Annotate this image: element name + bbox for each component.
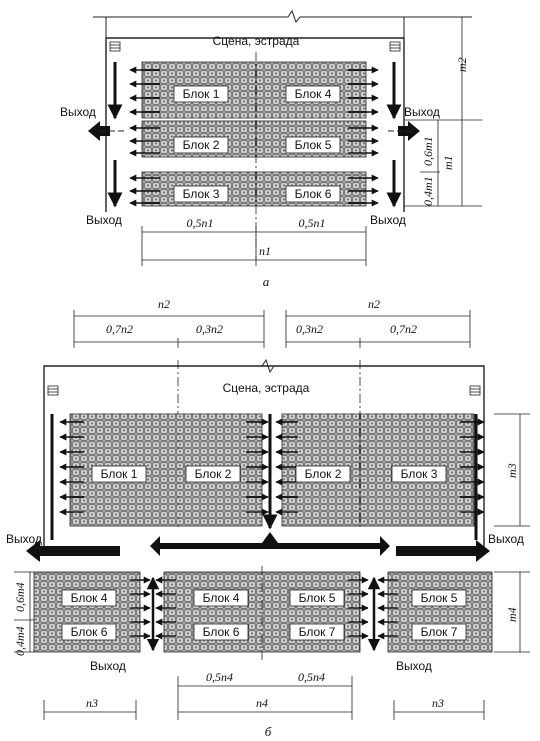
dim-n2-right-b: n2 — [368, 297, 380, 311]
block-label: Блок 2 — [195, 467, 232, 481]
exit-label-right-b: Выход — [488, 532, 524, 546]
dim-07n2-right-b: 0,7n2 — [390, 322, 417, 336]
exit-label-left-a: Выход — [60, 105, 96, 119]
exit-label-bottom-right-a: Выход — [370, 213, 406, 227]
block-label: Блок 5 — [299, 591, 336, 605]
dim-05n4-right-b: 0,5n4 — [298, 670, 325, 684]
block-label: Блок 4 — [203, 591, 240, 605]
dim-03n2-left-b: 0,3n2 — [196, 322, 223, 336]
dim-half-right-a: 0,5n1 — [299, 216, 326, 230]
exit-label-bottom-right-b: Выход — [396, 659, 432, 673]
exit-label-right-a: Выход — [404, 105, 440, 119]
dim-n4-b: n4 — [256, 696, 268, 710]
block-label: Блок 7 — [421, 625, 458, 639]
figure-b: n2 n2 0,7n2 0,3n2 0,3n2 0,7n2 Сцена, эст… — [6, 297, 530, 739]
caption-b: б — [265, 724, 272, 739]
dim-n3-left-b: n3 — [86, 696, 98, 710]
dim-n2-left-b: n2 — [158, 297, 170, 311]
block-labels-a: Блок 1 Блок 4 Блок 2 Блок 5 Блок 3 Блок … — [173, 85, 341, 203]
dim-03n2-right-b: 0,3n2 — [296, 322, 323, 336]
block-label: Блок 1 — [183, 87, 220, 101]
block-label: Блок 7 — [299, 625, 336, 639]
block-label: Блок 6 — [295, 187, 332, 201]
block-label: Блок 2 — [183, 138, 220, 152]
exit-label-bottom-left-a: Выход — [86, 213, 122, 227]
block-label: Блок 1 — [101, 467, 138, 481]
block-label: Блок 6 — [71, 625, 108, 639]
dim-04m4-b: 0,4m4 — [13, 626, 27, 656]
dim-m4-b: m4 — [505, 607, 519, 622]
block-label: Блок 5 — [295, 138, 332, 152]
dim-04m1-a: 0,4m1 — [421, 176, 435, 206]
block-labels-top-b: Блок 1 Блок 2 Блок 2 Блок 3 — [91, 465, 447, 483]
dim-06m4-b: 0,6m4 — [13, 582, 27, 612]
block-label: Блок 5 — [421, 591, 458, 605]
dim-half-left-a: 0,5n1 — [187, 216, 214, 230]
dim-06m1-a: 0,6m1 — [421, 136, 435, 166]
block-label: Блок 6 — [203, 625, 240, 639]
dim-m1-a: m1 — [441, 155, 455, 170]
figure-a: Сцена, эстрада — [60, 9, 482, 289]
dim-width-a: n1 — [259, 244, 271, 258]
block-label: Блок 3 — [183, 187, 220, 201]
dim-m2-a: m2 — [455, 57, 469, 72]
dim-05n4-left-b: 0,5n4 — [206, 670, 233, 684]
block-label: Блок 3 — [401, 467, 438, 481]
exit-label-bottom-left-b: Выход — [90, 659, 126, 673]
dim-07n2-left-b: 0,7n2 — [106, 322, 133, 336]
stage-label-b: Сцена, эстрада — [223, 381, 310, 395]
block-label: Блок 4 — [295, 87, 332, 101]
stage-label-a: Сцена, эстрада — [213, 34, 300, 48]
exit-label-left-b: Выход — [6, 532, 42, 546]
block-labels-bottom-b: Блок 4 Блок 6 Блок 4 Блок 5 Блок 6 Блок … — [61, 589, 467, 641]
dim-m3-b: m3 — [505, 463, 519, 478]
block-label: Блок 4 — [71, 591, 108, 605]
dim-n3-right-b: n3 — [432, 696, 444, 710]
caption-a: а — [263, 274, 270, 289]
block-label: Блок 2 — [305, 467, 342, 481]
